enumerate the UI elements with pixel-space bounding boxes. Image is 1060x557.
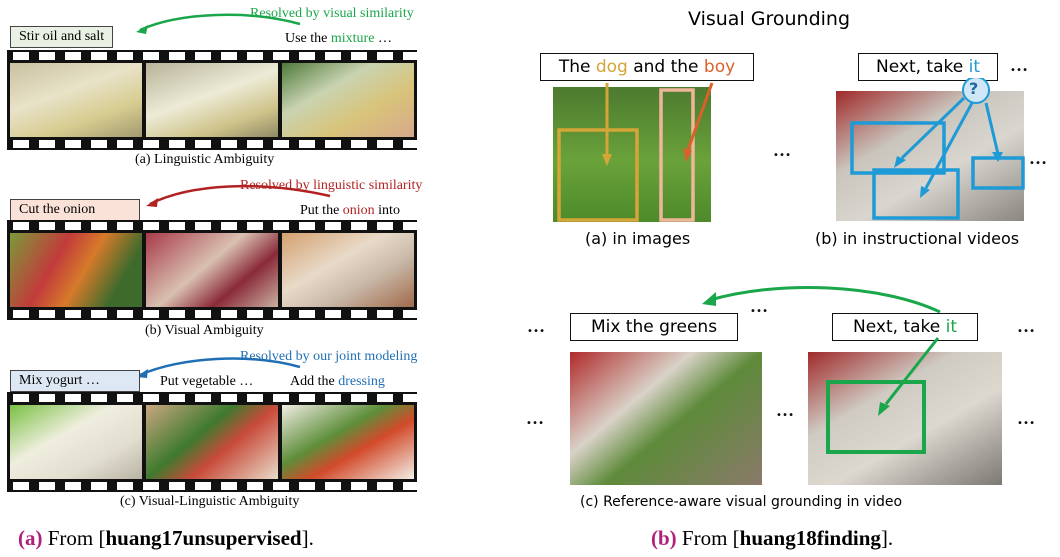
phrase-box-next-take-it-c: Next, take it xyxy=(832,313,978,341)
video-frame xyxy=(146,63,278,137)
panel-c-filmstrip xyxy=(7,392,417,492)
ellipsis: … xyxy=(776,400,794,420)
kitchen-photo-c2 xyxy=(808,352,1002,485)
panel-a-arrow xyxy=(136,13,301,34)
panel-c-query-sentence: Add the dressing xyxy=(290,374,385,389)
video-frame xyxy=(282,405,414,479)
phrase-box-mix-greens: Mix the greens xyxy=(570,313,738,341)
panel-c-sentence-box: Mix yogurt … xyxy=(10,370,140,392)
panel-a-filmstrip xyxy=(7,50,417,150)
ellipsis: … xyxy=(527,316,545,336)
ellipsis: … xyxy=(1010,55,1028,75)
question-mark: ? xyxy=(969,79,979,98)
ellipsis: … xyxy=(1017,316,1035,336)
panel-b-sentence-box: Cut the onion xyxy=(10,199,140,221)
panel-a-resolve-text: Resolved by visual similarity xyxy=(250,6,414,21)
grounding-box-c xyxy=(826,337,940,454)
phrase-box-next-take-it: Next, take it xyxy=(858,53,998,81)
panel-c-caption: (c) Visual-Linguistic Ambiguity xyxy=(120,494,300,509)
video-frame xyxy=(10,405,142,479)
kitchen-photo-b xyxy=(836,91,1024,221)
ellipsis: … xyxy=(750,296,768,316)
video-frame xyxy=(146,233,278,307)
video-frame xyxy=(146,405,278,479)
panel-a-query-sentence: Use the mixture … xyxy=(285,31,392,46)
video-frame xyxy=(282,233,414,307)
panel-b-caption: (b) Visual Ambiguity xyxy=(145,323,264,338)
panel-a-sentence-box: Stir oil and salt xyxy=(10,26,114,48)
phrase-box-dog-boy: The dog and the boy xyxy=(540,53,754,81)
panel-b-arrow xyxy=(146,184,331,207)
grounding-boxes-a xyxy=(557,82,714,222)
ellipsis: … xyxy=(773,140,791,160)
caption-a-images: (a) in images xyxy=(585,229,691,248)
panel-b-resolve-text: Resolved by linguistic similarity xyxy=(240,178,423,193)
video-frame xyxy=(282,63,414,137)
panel-b-query-sentence: Put the onion into xyxy=(300,203,400,218)
subcaption-a: (a) From [huang17unsupervised]. xyxy=(18,526,314,550)
video-frame xyxy=(10,233,142,307)
ellipsis: … xyxy=(526,408,544,428)
grounding-boxes-b xyxy=(850,78,1025,220)
caption-c-reference: (c) Reference-aware visual grounding in … xyxy=(580,494,903,510)
video-frame xyxy=(10,63,142,137)
reference-arrow xyxy=(702,286,941,314)
ellipsis: … xyxy=(1029,148,1047,168)
panel-c-middle-sentence: Put vegetable … xyxy=(160,374,254,389)
figure-title: Visual Grounding xyxy=(688,8,851,30)
panel-a-caption: (a) Linguistic Ambiguity xyxy=(135,152,275,167)
panel-b-filmstrip xyxy=(7,220,417,320)
kitchen-photo-c1 xyxy=(570,352,762,485)
caption-b-videos: (b) in instructional videos xyxy=(815,229,1020,248)
subcaption-b: (b) From [huang18finding]. xyxy=(651,526,894,550)
panel-c-resolve-text: Resolved by our joint modeling xyxy=(240,349,418,364)
ellipsis: … xyxy=(1017,408,1035,428)
